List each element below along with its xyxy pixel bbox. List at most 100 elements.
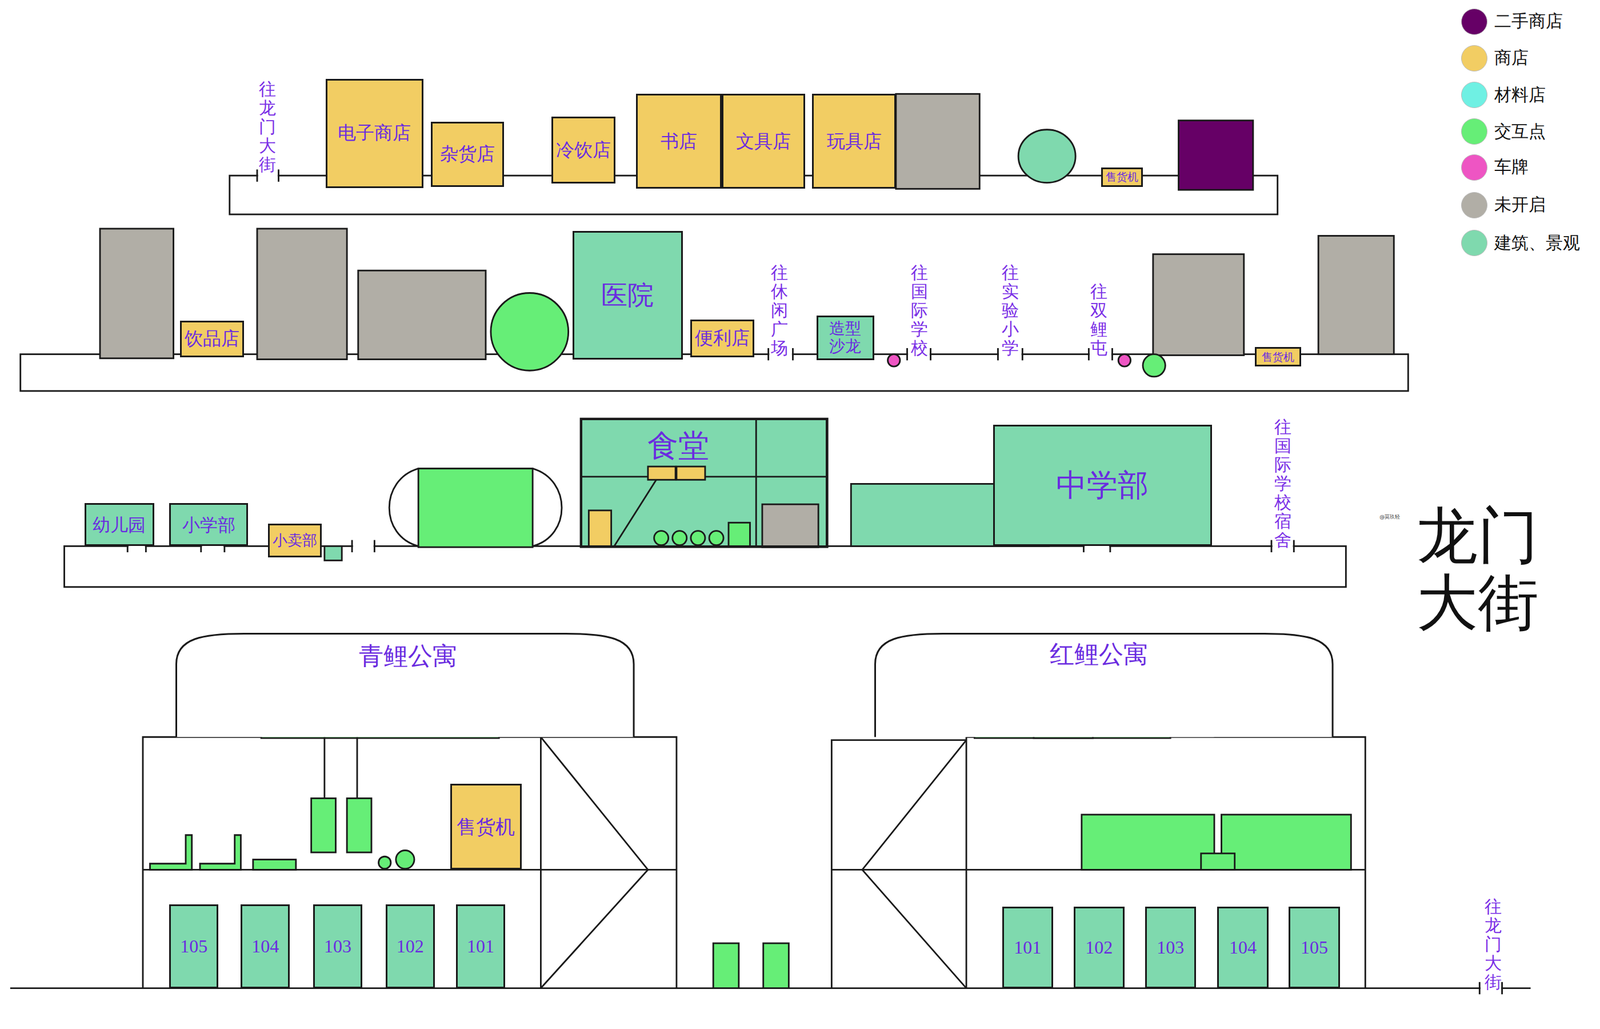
second-hand-shop [1178,120,1254,190]
plate-dot [1118,354,1131,367]
legend-text: 商店 [1494,46,1529,70]
place-name: 102 [396,936,424,956]
street-gate [1111,348,1114,360]
apartment-frame [142,736,677,988]
legend-text: 未开启 [1494,193,1546,217]
canteen-items [690,530,706,546]
place-name: 售货机 [456,816,515,838]
canteen-items [654,522,751,546]
landscape [1018,129,1076,183]
direction-label: 往龙门大街 [1484,896,1502,991]
place-name: 造型 沙龙 [828,320,863,356]
shop-box: 小卖部 [268,523,322,558]
closed-building [257,228,347,360]
place-name: 售货机 [1261,350,1295,363]
room-box: 102 [1073,906,1125,988]
canteen-items [588,466,819,547]
place-name: 便利店 [694,328,750,348]
room-box: 104 [240,904,290,988]
direction-label: 往休闲广场 [770,262,788,358]
place-name: 冷饮店 [556,140,611,160]
apartment-furniture [200,834,241,870]
canteen-items [588,510,611,547]
street-gate [277,169,280,182]
legend-text: 车牌 [1494,155,1529,179]
street-gate [1501,981,1503,994]
apartment-furniture [1201,853,1235,870]
building-box: 幼儿园 [84,502,154,546]
shop-box: 书店 [636,93,722,189]
place-name: 电子商店 [337,122,411,143]
place-name: 售货机 [1105,170,1139,183]
place-name: 文具店 [736,131,791,152]
place-name: 104 [251,936,279,956]
apartment-frame [831,736,1366,988]
place-name: 102 [1085,937,1113,958]
legend-text: 二手商店 [1494,9,1563,34]
street-gate [256,169,259,182]
place-name: 101 [1013,937,1042,958]
street-gate [929,348,932,360]
apartment-frame [965,736,968,988]
canteen-box: 食堂 [580,418,828,547]
closed-building [1318,236,1394,355]
apartment-furniture [253,859,296,870]
room-box: 105 [169,904,219,988]
legend-text: 建筑、景观 [1494,231,1580,255]
room-box: 104 [1217,906,1268,988]
street-gate [1270,540,1273,552]
room-box: 101 [456,904,506,988]
canteen-items [709,530,724,546]
legend-row: 建筑、景观 [1461,229,1580,257]
map-title: 龙门 大街 [1416,502,1546,637]
shop-box: 电子商店 [325,78,424,188]
place-name: 医院 [601,280,654,310]
vending-box: 售货机 [1101,167,1143,187]
stadium [389,468,562,548]
legend-text: 材料店 [1494,83,1546,107]
legend-row: 材料店 [1461,81,1546,109]
building-box: 小学部 [169,502,248,546]
apartment-furniture [356,736,359,798]
apartment-frame [540,736,648,988]
landscape [614,476,659,546]
place-name: 103 [324,936,352,956]
stadium [418,468,533,548]
room-box: 101 [1002,906,1054,988]
place-name: 青鲤公寓 [358,642,458,670]
closed-building [100,228,174,359]
legend-swatch [1461,81,1488,108]
vending-box: 售货机 [1254,346,1301,367]
street-gate [906,348,908,360]
landscape [755,418,758,547]
apartment-frame [862,740,967,988]
legend-swatch [1461,192,1488,219]
place-name: 饮品店 [184,328,240,349]
interaction-point [713,942,739,988]
apartment-furniture [1081,814,1215,870]
dome-outline [176,633,635,738]
building-box: 中学部 [993,424,1213,547]
landscape [324,545,342,560]
place-name: 食堂 [647,428,710,463]
place-name: 101 [466,936,495,956]
legend-row: 二手商店 [1461,8,1563,36]
apartment-furniture [311,797,336,852]
direction-label: 往实验小学 [1001,262,1019,358]
interaction-point [763,942,790,988]
street [20,354,1409,391]
closed-building [358,270,486,359]
legend-row: 商店 [1461,44,1529,72]
street-gate [1088,348,1090,360]
place-name: 小学部 [182,514,236,535]
street-gate [352,540,375,552]
direction-label: 往龙门大街 [258,79,276,174]
street-gate [353,544,374,548]
legend-row: 车牌 [1461,153,1529,182]
canteen-items [654,530,669,546]
legend-text: 交互点 [1494,120,1546,144]
apartment-furniture [1221,814,1352,870]
place-name: 中学部 [1056,468,1149,502]
street-gate [1293,540,1295,552]
street-gate [127,169,1502,994]
